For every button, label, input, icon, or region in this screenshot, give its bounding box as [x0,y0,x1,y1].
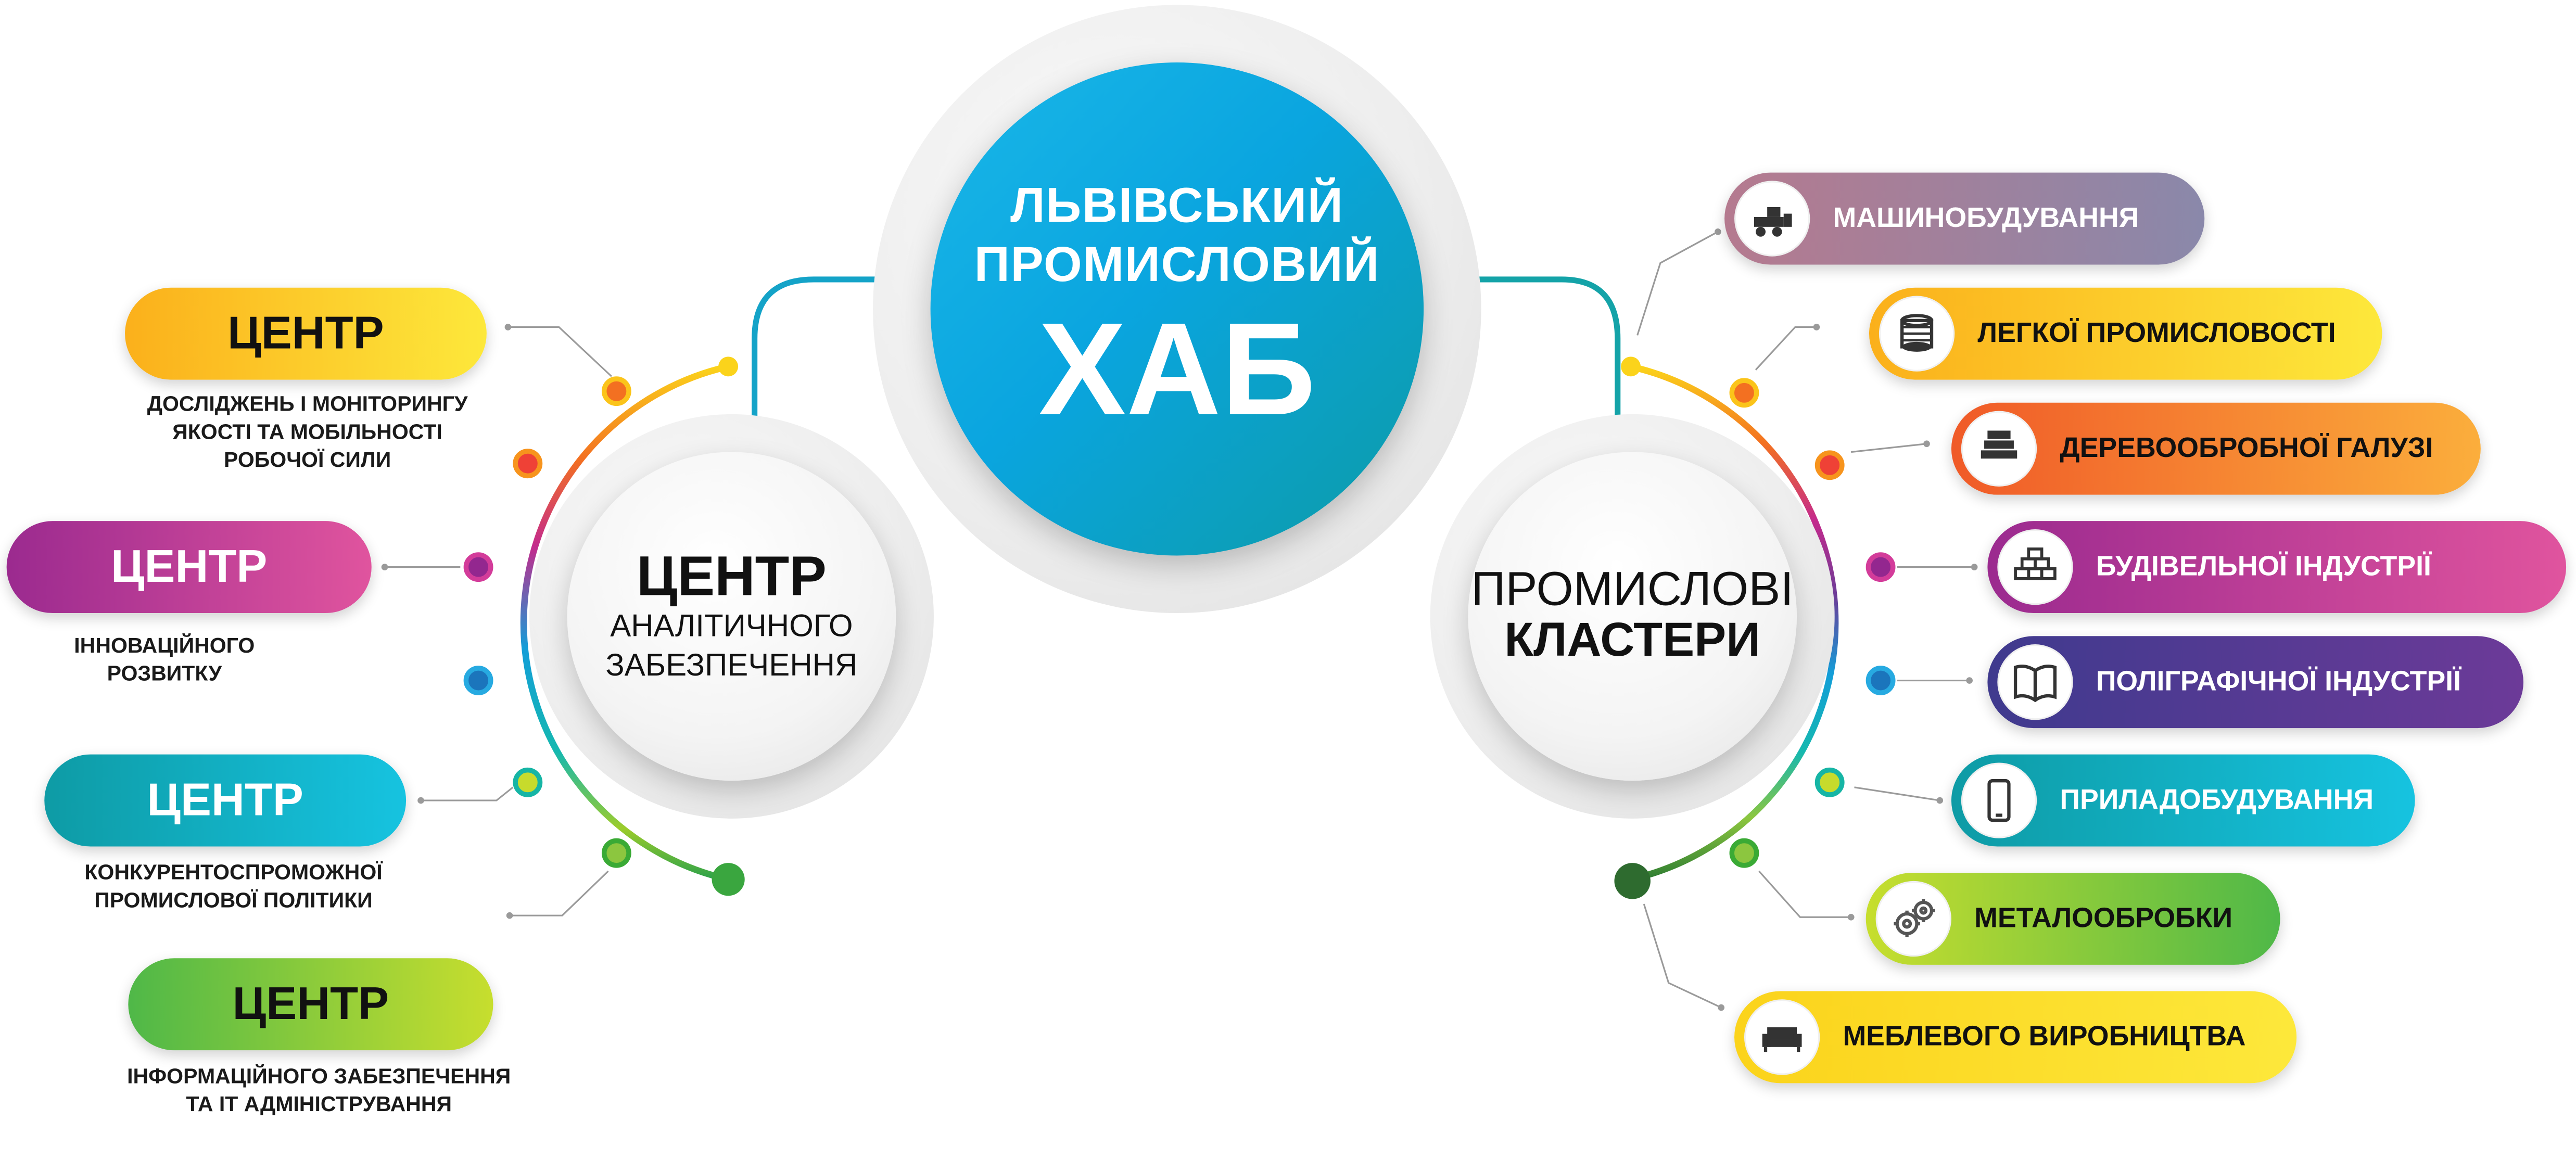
arc-left-node [601,376,631,406]
open-book-icon [1997,644,2073,720]
arc-right-node [1866,666,1896,695]
lumber-stack-icon [1961,411,2037,487]
arc-right-node [1729,838,1759,868]
arc-right-node [1729,378,1759,408]
analytics-subtitle-line2: ЗАБЕЗПЕЧЕННЯ [605,649,858,684]
arc-right-end-dot [1621,356,1641,377]
arc-left-node [601,838,631,868]
hub-title-line1: ЛЬВІВСЬКИЙ [1010,179,1344,234]
cluster-instruments: ПРИЛАДОБУДУВАННЯ [1951,754,2415,847]
center-info-label: ЦЕНТР [232,978,389,1029]
cluster-woodworking: ДЕРЕВООБРОБНОЇ ГАЛУЗІ [1951,402,2481,495]
hub-circle: ЛЬВІВСЬКИЙ ПРОМИСЛОВИЙ ХАБ [930,62,1424,556]
desc-line: ПРОМИСЛОВОЇ ПОЛІТИКИ [94,887,373,912]
analytics-center-circle: ЦЕНТР АНАЛІТИЧНОГО ЗАБЕЗПЕЧЕННЯ [567,452,896,781]
cluster-label: БУДІВЕЛЬНОЇ ІНДУСТРІЇ [2096,551,2431,582]
center-innovation-desc: ІННОВАЦІЙНОГО РОЗВИТКУ [33,631,296,687]
center-research-desc: ДОСЛІДЖЕНЬ І МОНІТОРИНГУ ЯКОСТІ ТА МОБІЛ… [66,390,549,474]
cluster-label: МАШИНОБУДУВАННЯ [1833,202,2139,234]
cluster-label: ДЕРЕВООБРОБНОЇ ГАЛУЗІ [2060,432,2433,464]
cluster-light-industry: ЛЕГКОЇ ПРОМИСЛОВОСТІ [1869,287,2382,380]
cluster-construction: БУДІВЕЛЬНОЇ ІНДУСТРІЇ [1987,521,2567,614]
center-competitiveness-desc: КОНКУРЕНТОСПРОМОЖНОЇ ПРОМИСЛОВОЇ ПОЛІТИК… [0,858,467,914]
center-innovation-label: ЦЕНТР [110,541,268,592]
center-innovation-pill: ЦЕНТР [6,521,372,614]
arc-left-node [463,552,493,582]
sofa-icon [1744,999,1820,1075]
analytics-title: ЦЕНТР [637,545,827,608]
cluster-printing: ПОЛІГРАФІЧНОЇ ІНДУСТРІЇ [1987,636,2523,729]
cluster-machinery: МАШИНОБУДУВАННЯ [1724,172,2205,265]
center-competitiveness-label: ЦЕНТР [147,774,303,825]
arc-left-node [513,449,543,479]
arc-right-node [1814,767,1845,797]
thread-spool-icon [1879,296,1955,372]
arc-left-node [513,767,543,797]
center-research-label: ЦЕНТР [227,307,384,359]
desc-line: ІННОВАЦІЙНОГО [74,632,255,658]
hub-title-line3: ХАБ [1038,296,1316,442]
arc-right-end-dot [1614,863,1651,899]
arc-left-end-dot [718,356,739,377]
cluster-label: ПРИЛАДОБУДУВАННЯ [2060,784,2374,816]
center-info-desc: ІНФОРМАЦІЙНОГО ЗАБЕЗПЕЧЕННЯ ТА ІТ АДМІНІ… [72,1062,565,1117]
smartphone-icon [1961,762,2037,838]
clusters-title-line1: ПРОМИСЛОВІ [1471,564,1794,617]
clusters-title-line2: КЛАСТЕРИ [1504,615,1761,668]
analytics-subtitle-line1: АНАЛІТИЧНОГО [610,609,853,645]
desc-line: ДОСЛІДЖЕНЬ І МОНІТОРИНГУ [147,391,468,416]
excavator-icon [1734,181,1810,257]
hub-title-line2: ПРОМИСЛОВИЙ [974,238,1380,293]
cluster-label: ЛЕГКОЇ ПРОМИСЛОВОСТІ [1977,317,2336,349]
cluster-label: ПОЛІГРАФІЧНОЇ ІНДУСТРІЇ [2096,666,2461,697]
desc-line: ТА ІТ АДМІНІСТРУВАННЯ [186,1091,452,1116]
clusters-circle: ПРОМИСЛОВІ КЛАСТЕРИ [1468,452,1797,781]
cluster-furniture: МЕБЛЕВОГО ВИРОБНИЦТВА [1734,991,2297,1084]
center-research-pill: ЦЕНТР [125,287,487,380]
desc-line: ЯКОСТІ ТА МОБІЛЬНОСТІ [172,419,442,444]
desc-line: КОНКУРЕНТОСПРОМОЖНОЇ [84,859,383,885]
desc-line: РОБОЧОЇ СИЛИ [223,447,391,472]
arc-right-node [1814,450,1845,480]
arc-right-node [1866,552,1896,582]
center-competitiveness-pill: ЦЕНТР [44,754,407,847]
gears-icon [1875,881,1951,957]
center-info-pill: ЦЕНТР [128,958,493,1051]
bricks-icon [1997,529,2073,605]
desc-line: РОЗВИТКУ [107,660,222,686]
cluster-label: МЕБЛЕВОГО ВИРОБНИЦТВА [1843,1021,2246,1052]
arc-left-end-dot [712,863,745,896]
cluster-metalworking: МЕТАЛООБРОБКИ [1866,873,2280,965]
cluster-label: МЕТАЛООБРОБКИ [1974,902,2233,934]
desc-line: ІНФОРМАЦІЙНОГО ЗАБЕЗПЕЧЕННЯ [127,1063,511,1088]
arc-left-node [463,666,493,695]
